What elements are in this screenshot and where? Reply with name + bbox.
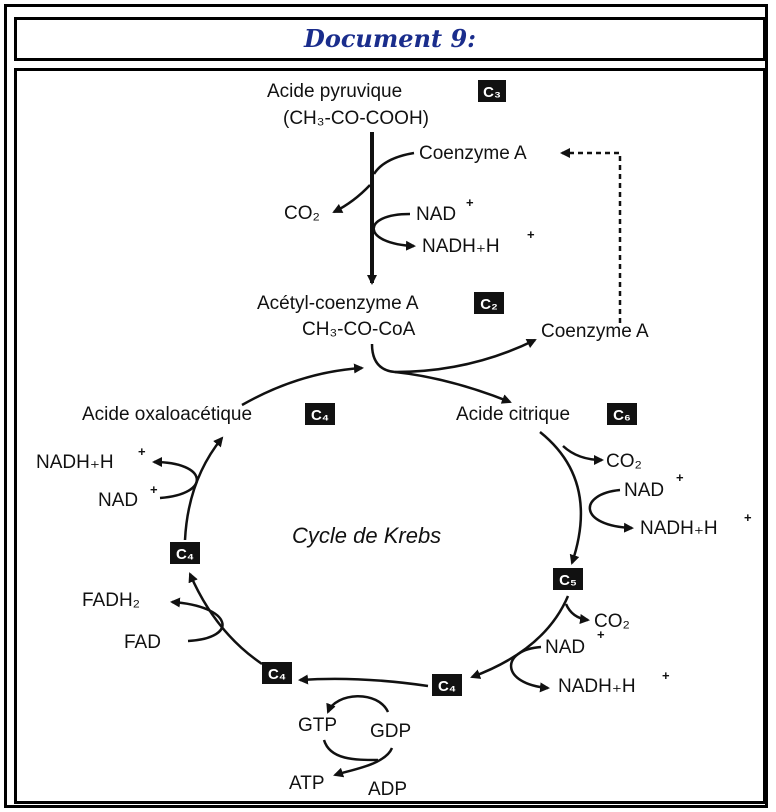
cycle-arrow-oaa-to-citrate [241, 363, 364, 407]
document-frame [4, 4, 768, 808]
cycle-arrow-citrate-to-c5 [539, 431, 583, 565]
svg-text:C₆: C₆ [613, 407, 631, 424]
badge-c4-succinate: C₄ [262, 662, 292, 684]
acetyl-entry-arrow [394, 370, 512, 404]
nad-label-1: NAD [416, 204, 456, 225]
citrate-label: Acide citrique [456, 404, 570, 425]
svg-text:C₃: C₃ [483, 84, 501, 101]
nadh-plus-4: + [138, 444, 146, 459]
fad-reduction-arrow [170, 597, 224, 643]
nad-reduction-arrow-2 [588, 488, 634, 533]
fadh2-label: FADH₂ [82, 590, 140, 611]
co2-label-1: CO₂ [284, 203, 320, 224]
nad-label-4: NAD [98, 490, 138, 511]
document-title: Document 9: [14, 17, 766, 61]
gdp-to-gtp-arrow [326, 695, 390, 714]
fad-label: FAD [124, 632, 161, 653]
nadh-plus-1: + [527, 227, 535, 242]
diagram-panel [14, 68, 766, 804]
svg-text:C₄: C₄ [176, 546, 194, 563]
acetyl-coa-label: Acétyl-coenzyme A [257, 293, 419, 314]
svg-text:C₅: C₅ [559, 572, 577, 589]
cycle-arrow-succinate-to-malate [188, 572, 263, 666]
nadh-plus-2: + [744, 510, 752, 525]
cycle-arrow-c4-to-c4 [298, 674, 429, 688]
svg-text:C₂: C₂ [480, 296, 498, 313]
coenzyme-a-in-label: Coenzyme A [419, 143, 527, 164]
oxaloacetate-label: Acide oxaloacétique [82, 404, 252, 425]
coenzyme-a-release-arrow [370, 338, 537, 374]
cycle-name-label: Cycle de Krebs [292, 523, 441, 548]
coenzyme-a-recycle-arrow [560, 148, 622, 323]
svg-text:C₄: C₄ [268, 666, 286, 683]
pyruvate-formula: (CH₃-CO-COOH) [283, 108, 429, 129]
co2-out-arrow-1 [332, 184, 371, 214]
co2-out-arrow-3 [564, 603, 590, 624]
nad-plus-1: + [466, 195, 474, 210]
svg-text:C₄: C₄ [438, 678, 456, 695]
svg-text:C₄: C₄ [311, 407, 329, 424]
acetyl-coa-formula: CH₃-CO-CoA [302, 319, 416, 340]
co2-out-arrow-2 [562, 445, 604, 465]
nad-reduction-arrow-3 [509, 645, 550, 693]
nad-label-2: NAD [624, 480, 664, 501]
pyruvate-label: Acide pyruvique [267, 81, 402, 102]
badge-c4-oaa: C₄ [305, 403, 335, 425]
adp-label: ADP [368, 779, 407, 800]
nad-label-3: NAD [545, 637, 585, 658]
nad-reduction-arrow-1 [372, 212, 416, 251]
badge-c3: C₃ [478, 80, 506, 102]
badge-c2: C₂ [474, 292, 504, 314]
nad-plus-4: + [150, 482, 158, 497]
nadh-plus-3: + [662, 668, 670, 683]
nadh-label-1: NADH₊H [422, 236, 500, 257]
cycle-arrow-c5-to-c4 [470, 595, 570, 679]
coenzyme-a-out-label: Coenzyme A [541, 321, 649, 342]
adp-to-atp-arrow [333, 747, 394, 778]
nad-plus-2: + [676, 470, 684, 485]
coenzyme-a-in-arrow [372, 151, 415, 175]
co2-label-2: CO₂ [606, 451, 642, 472]
badge-c6: C₆ [607, 403, 637, 425]
gtp-label: GTP [298, 715, 337, 736]
nad-plus-3: + [597, 627, 605, 642]
co2-label-3: CO₂ [594, 611, 630, 632]
atp-label: ATP [289, 773, 325, 794]
badge-c4-malate: C₄ [170, 542, 200, 564]
nadh-label-2: NADH₊H [640, 518, 718, 539]
nadh-label-4: NADH₊H [36, 452, 114, 473]
gtp-to-atp-arrow [322, 739, 379, 762]
gdp-label: GDP [370, 721, 411, 742]
badge-c5: C₅ [553, 568, 583, 590]
nadh-label-3: NADH₊H [558, 676, 636, 697]
nad-reduction-arrow-4 [152, 457, 198, 500]
badge-c4-succinyl: C₄ [432, 674, 462, 696]
